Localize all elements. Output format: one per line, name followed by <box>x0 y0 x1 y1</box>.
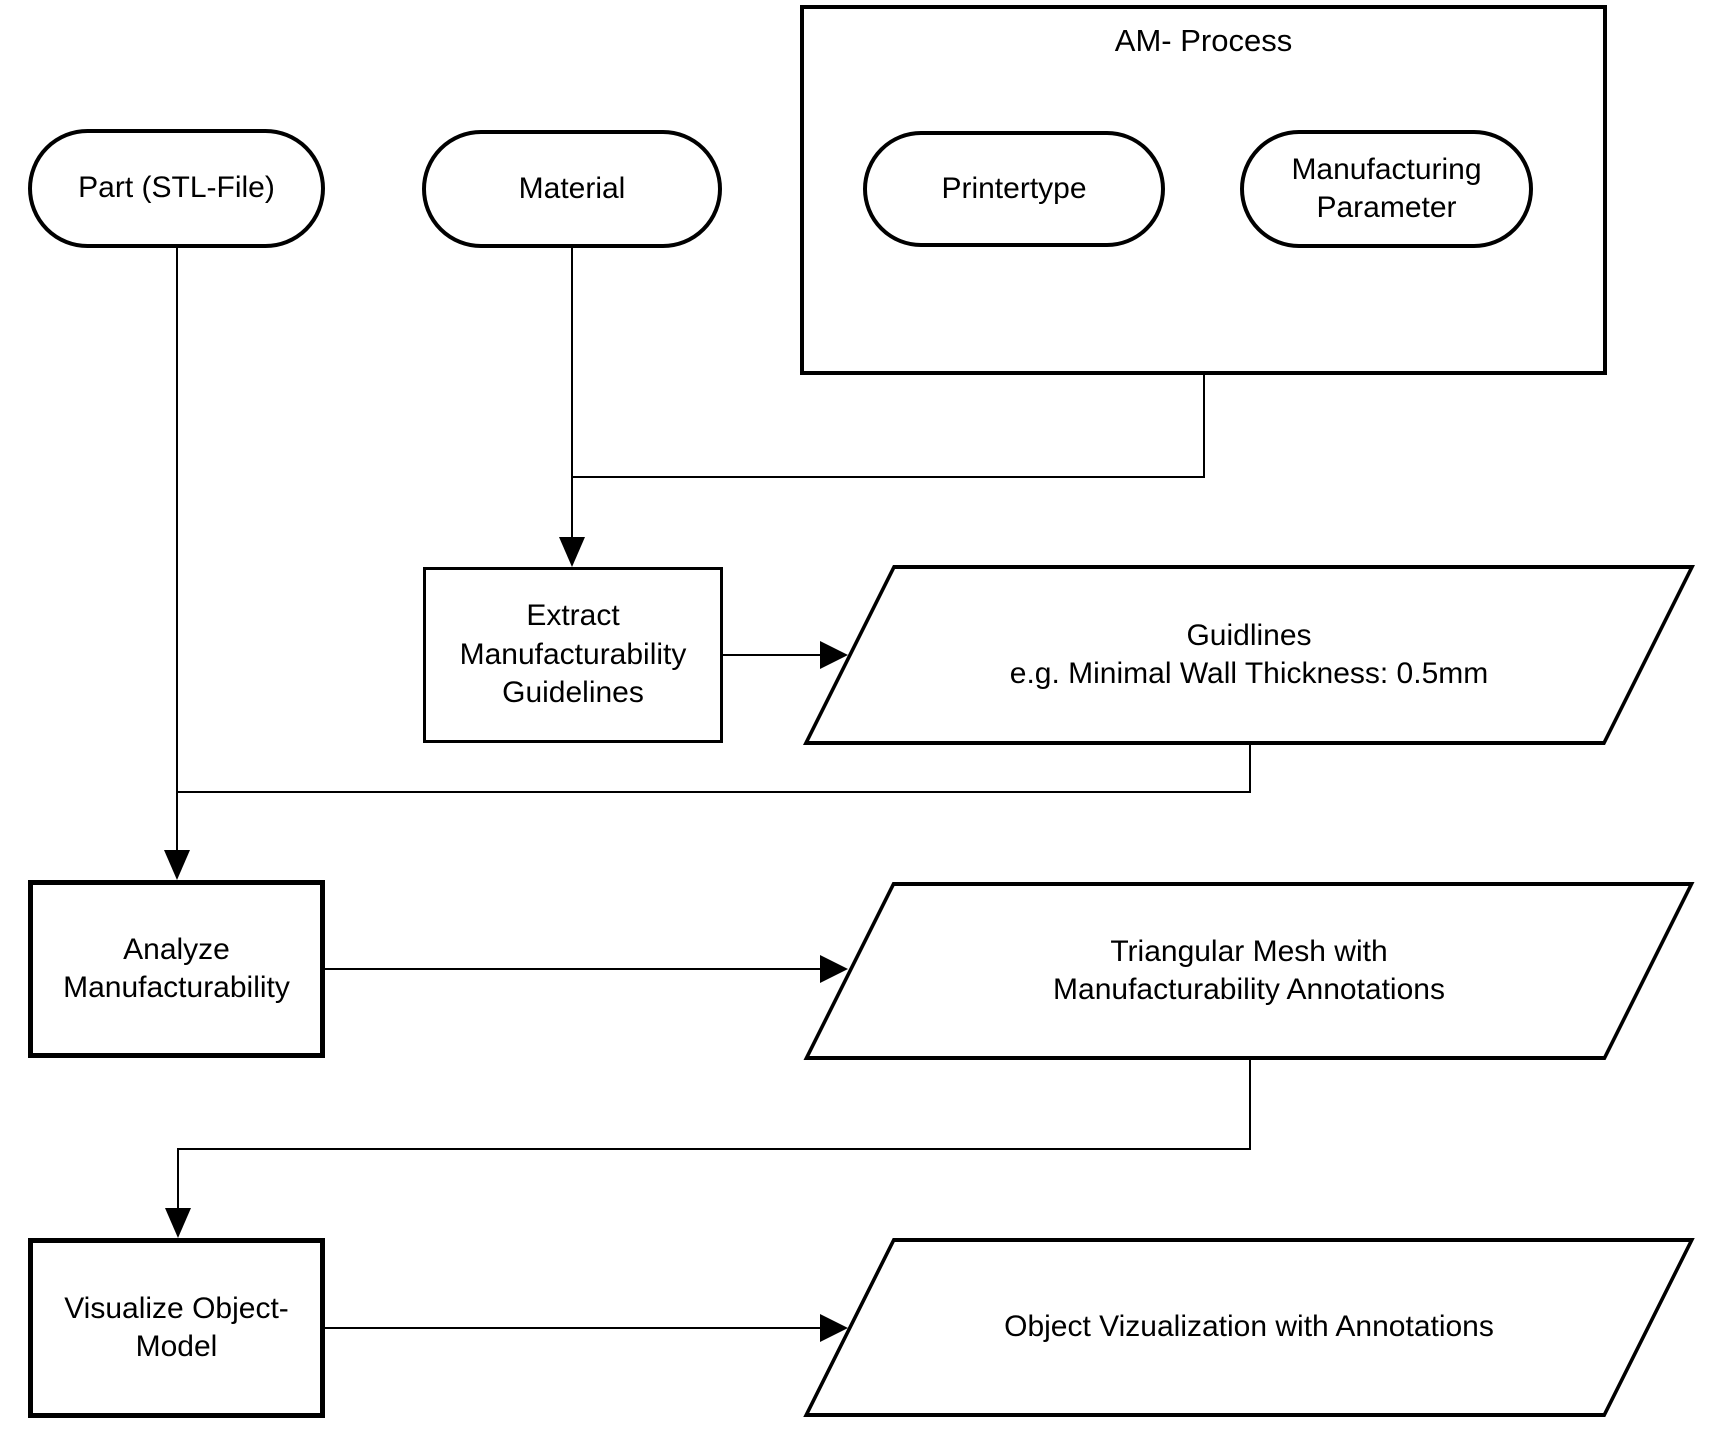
node-visualize-object-model: Visualize Object- Model <box>28 1238 325 1418</box>
connector-mesh-to-visualize <box>177 1060 1251 1230</box>
node-manufacturing-parameter-label: Manufacturing Parameter <box>1291 152 1482 224</box>
arrowhead-into-analyze <box>164 850 190 880</box>
arrowhead-into-guidelines <box>820 641 848 669</box>
node-mesh-output-label: Triangular Mesh with Manufacturability A… <box>1053 934 1445 1006</box>
node-extract-guidelines-label: Extract Manufacturability Guidelines <box>459 599 687 710</box>
am-process-title: AM- Process <box>1114 23 1293 58</box>
node-guidelines-output-label: Guidlines e.g. Minimal Wall Thickness: 0… <box>1009 618 1489 690</box>
node-printertype-label: Printertype <box>941 171 1087 205</box>
node-part-stl-label: Part (STL-File) <box>78 171 275 205</box>
arrowhead-into-visualization <box>820 1314 848 1342</box>
node-visualization-output-label: Object Vizualization with Annotations <box>1004 1310 1494 1344</box>
node-mesh-output: Triangular Mesh with Manufacturability A… <box>803 882 1695 1060</box>
node-material: Material <box>422 130 722 248</box>
node-guidelines-output: Guidlines e.g. Minimal Wall Thickness: 0… <box>803 565 1695 745</box>
arrowhead-into-mesh <box>820 955 848 983</box>
node-manufacturing-parameter: Manufacturing Parameter <box>1240 130 1533 248</box>
node-material-label: Material <box>518 171 626 205</box>
node-visualization-output-inner: Object Vizualization with Annotations <box>852 1242 1646 1413</box>
arrowhead-into-visualize <box>165 1208 191 1238</box>
connector-guidelines-to-part-line <box>177 745 1251 793</box>
node-part-stl: Part (STL-File) <box>28 129 325 248</box>
node-visualization-output: Object Vizualization with Annotations <box>803 1238 1695 1417</box>
arrowhead-into-extract <box>559 537 585 567</box>
node-analyze-manufacturability: Analyze Manufacturability <box>28 880 325 1058</box>
node-printertype: Printertype <box>863 131 1165 247</box>
node-visualize-object-model-label: Visualize Object- Model <box>64 1291 289 1363</box>
connector-amprocess-to-material-line <box>572 375 1205 478</box>
node-analyze-manufacturability-label: Analyze Manufacturability <box>63 932 290 1004</box>
node-extract-guidelines: Extract Manufacturability Guidelines <box>423 567 723 743</box>
node-guidelines-output-inner: Guidlines e.g. Minimal Wall Thickness: 0… <box>852 569 1646 741</box>
node-mesh-output-inner: Triangular Mesh with Manufacturability A… <box>852 886 1646 1056</box>
